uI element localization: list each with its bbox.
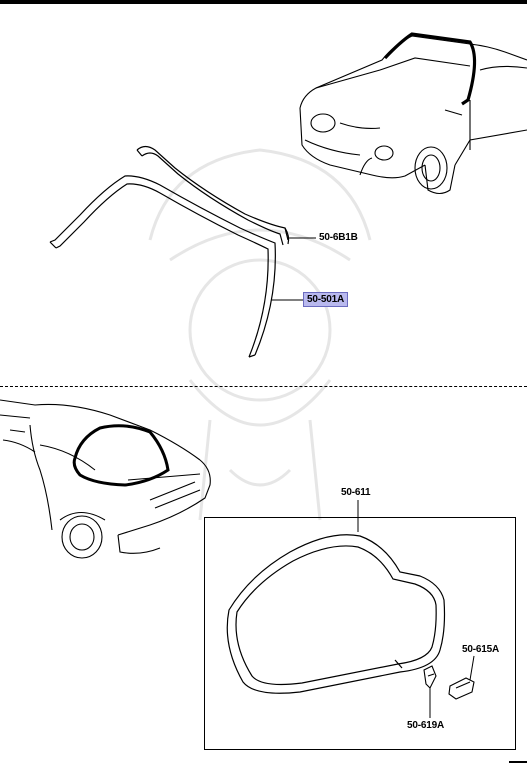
part-label-windshield-dam[interactable]: 50-501A (303, 292, 348, 307)
windshield-molding-part (136, 145, 290, 246)
leader-lines-rear (357, 500, 475, 718)
rear-car-illustration (0, 399, 211, 559)
front-windshield-outline (383, 32, 477, 106)
part-label-clip[interactable]: 50-619A (407, 720, 444, 731)
part-label-windshield-molding[interactable]: 50-6B1B (319, 232, 358, 243)
clip-part (423, 665, 437, 689)
front-car-illustration (299, 35, 527, 195)
detail-box (204, 517, 516, 750)
top-border-bar (0, 0, 527, 4)
leader-lines-front (271, 237, 316, 301)
part-label-trim-end-cap[interactable]: 50-615A (462, 644, 499, 655)
section-divider (0, 386, 527, 387)
rear-glass-outline (72, 424, 170, 487)
windshield-dam-part (49, 175, 276, 358)
part-label-hatch-weatherstrip[interactable]: 50-611 (341, 487, 371, 498)
corner-mark (509, 761, 527, 763)
trim-end-cap-part (448, 677, 475, 700)
hatch-weatherstrip-part (226, 534, 446, 694)
watermark-emblem (148, 148, 372, 521)
